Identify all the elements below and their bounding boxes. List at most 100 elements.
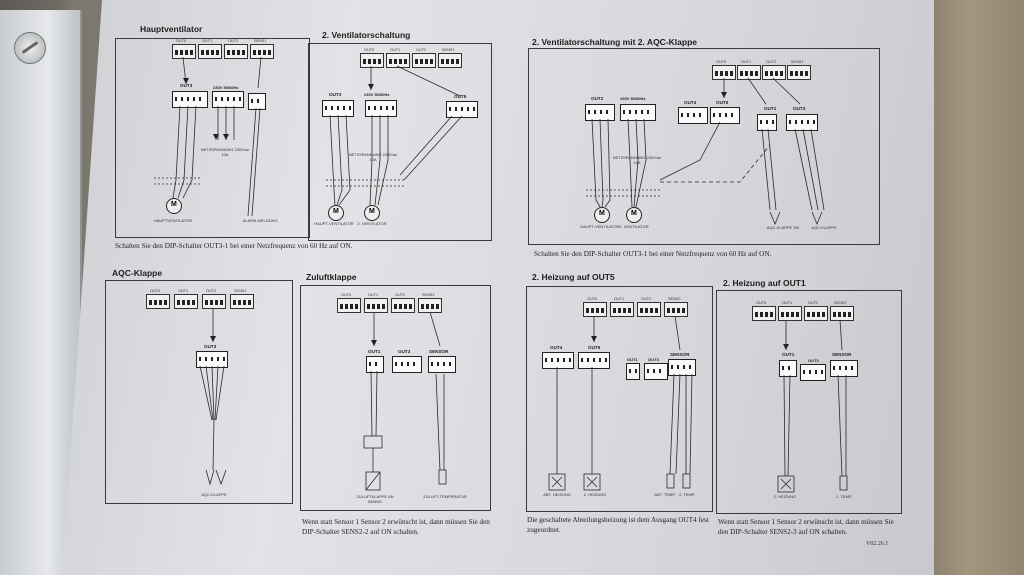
terminal-block [710,107,740,124]
dip-switch [752,306,776,321]
heater-label: ABT. HEIZUNG [543,492,571,497]
terminal-block [212,91,244,108]
terminal-label: OUT3 [793,106,806,111]
terminal-label: OUT3 [808,358,819,363]
motor-label: HAUPT-VENTILATOR [314,221,354,226]
dip-label: OUT2 [395,293,406,297]
terminal-block [446,101,478,118]
dip-label: OUT0 [756,301,767,305]
frame-ventilatorschaltung [308,43,492,241]
dip-label: OUT0 [176,39,187,43]
terminal-block [668,359,696,376]
dip-label: OUT1 [390,48,401,52]
diagram-title-heizung-out1: 2. Heizung auf OUT1 [723,278,806,288]
terminal-label: OUT4 [684,100,697,105]
terminal-label: OUT3 [329,92,342,97]
diagram-title-aqc-klappe: AQC-Klappe [112,268,163,278]
motor-icon [328,205,344,221]
dip-switch [230,294,254,309]
caption-bottom-left: Wenn statt Sensor 1 Sensor 2 erwünscht i… [302,518,490,536]
terminal-label: OUT1 [782,352,795,357]
terminal-block [322,100,354,117]
terminal-label: OUT3 [398,349,411,354]
sensor-label: ZULUFT-TEMPERATUR [423,494,467,499]
motor-label: 2. VENTILATOR [357,221,387,226]
terminal-block [365,100,397,117]
flap-label: ZULUFTKLAPPE AN BENKE [356,494,394,504]
motor-label: 2. VENTILATOR [619,224,649,229]
dip-switch [778,306,802,321]
alarm-label: ALARM-MELDUNG [242,218,278,223]
wall-right [929,0,1024,575]
dip-label: OUT1 [614,297,625,301]
dip-switch [737,65,761,80]
terminal-label: SENSOR [832,352,852,357]
terminal-label: OUT5 [716,100,729,105]
version-label: V02.26.1 [866,541,889,547]
diagram-title-ventilator-aqc: 2. Ventilatorschaltung mit 2. AQC-Klappe [532,37,697,47]
dip-label: OUT1 [782,301,793,305]
dip-switch [830,306,854,321]
terminal-block [392,356,422,373]
dip-switch [224,44,248,59]
dip-switch [637,302,661,317]
dip-label: OUT2 [228,39,239,43]
terminal-block [644,363,668,380]
terminal-label: OUT2 [591,96,604,101]
diagram-title-hauptventilator: Hauptventilator [140,24,203,34]
terminal-block [779,360,797,377]
terminal-block [757,114,777,131]
dip-label: OUT1 [368,293,379,297]
supply-label: NETZSPANNUNG 230V/ac 10A [612,155,662,165]
dip-switch [412,53,436,68]
screw-icon [14,32,46,64]
diagram-title-heizung-out5: 2. Heizung auf OUT5 [532,272,615,282]
flap-label: AQC-KLAPPE [811,225,837,230]
dip-label: OUT0 [587,297,598,301]
frame-heizung-out5 [526,286,713,512]
motor-label: HAUPTVENTILATOR [153,218,193,223]
dip-switch [250,44,274,59]
terminal-block [172,91,208,108]
dip-label: SENS1 [234,289,247,293]
dip-switch [172,44,196,59]
terminal-block [626,363,640,380]
dip-label: OUT2 [641,297,652,301]
terminal-label: OUT4 [550,345,563,350]
caption-top-right: Schalten Sie den DIP-Schalter OUT3-1 bei… [534,250,772,258]
dip-label: OUT1 [741,60,752,64]
dip-label: SENS2 [668,297,681,301]
terminal-block [578,352,610,369]
terminal-label: SENSOR [670,352,690,357]
dip-label: OUT2 [416,48,427,52]
motor-icon [626,207,642,223]
terminal-block [800,364,826,381]
dip-switch [712,65,736,80]
motor-label: HAUPT-VENTILATOR [580,224,620,229]
dip-label: SENS1 [791,60,804,64]
terminal-label: 230V 50/60Hz [213,85,239,90]
terminal-block [585,104,615,121]
sensor-label: 2. TEMP. [835,494,853,499]
frame-zuluftklappe [300,285,491,511]
flap-label: AQC-KLAPPE 2W [766,225,800,230]
dip-switch [146,294,170,309]
sensor-label: 2. TEMP. [678,492,696,497]
diagram-title-ventilatorschaltung: 2. Ventilatorschaltung [322,30,411,40]
dip-label: OUT1 [202,39,213,43]
terminal-label: OUT3 [648,357,659,362]
diagram-title-zuluftklappe: Zuluftklappe [306,272,357,282]
flap-label: AQC-KLAPPE [201,492,227,497]
terminal-label: OUT3 [204,344,217,349]
frame-aqc-klappe [105,280,293,504]
motor-icon [364,205,380,221]
dip-switch [337,298,361,313]
dip-label: OUT0 [364,48,375,52]
heater-label: 2. HEIZUNG [773,494,797,499]
motor-icon [594,207,610,223]
dip-label: OUT2 [808,301,819,305]
supply-label: NETZSPANNUNG 230V/ac 10A [348,152,398,162]
terminal-block [366,356,384,373]
dip-switch [391,298,415,313]
terminal-block [248,93,266,110]
